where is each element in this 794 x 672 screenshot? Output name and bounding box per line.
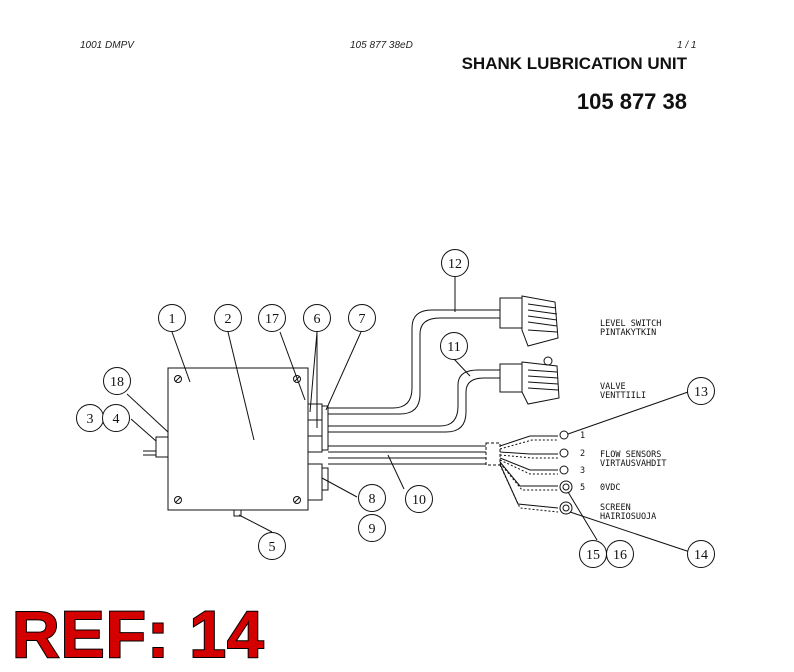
level-switch-label: LEVEL SWITCH [600,319,661,329]
callout-8: 8 [358,484,386,512]
terminal-label-5: 5 [580,483,585,493]
callout-10: 10 [405,485,433,513]
callout-number: 5 [269,540,276,555]
control-box [167,367,309,511]
ref-badge: REF: 14 [11,596,265,672]
valve-connector [499,356,560,405]
labels: LEVEL SWITCH PINTAKYTKIN VALVE VENTTIILI… [580,319,667,522]
valve-label: VALVE [600,382,626,392]
callout-number: 15 [586,548,600,563]
callout-9: 9 [358,514,386,542]
doc-code: 1001 DMPV [80,40,134,51]
callout-6: 6 [303,304,331,332]
left-plug [155,436,169,458]
callout-number: 14 [694,548,708,563]
callout-number: 12 [448,257,462,272]
part-number: 105 877 38 [576,89,687,114]
screw-icon [174,375,301,504]
callout-14: 14 [687,540,715,568]
terminal-label-3: 3 [580,466,585,476]
callout-13: 13 [687,377,715,405]
callout-number: 13 [694,385,708,400]
ovdc-label: 0VDC [600,483,620,493]
callout-3: 3 [76,404,104,432]
callout-number: 9 [369,522,376,537]
callout-number: 2 [225,312,232,327]
page-title: SHANK LUBRICATION UNIT [461,54,687,73]
callout-4: 4 [102,404,130,432]
callout-number: 16 [613,548,627,563]
screen-label: SCREEN [600,503,631,513]
callout-18: 18 [103,367,131,395]
callout-number: 8 [369,492,376,507]
callout-number: 18 [110,375,124,390]
valve-label-fi: VENTTIILI [600,391,646,401]
terminal-label-1: 1 [580,431,585,441]
screen-label-fi: HAIRIOSUOJA [600,512,656,522]
callout-16: 16 [606,540,634,568]
callout-number: 7 [359,312,366,327]
doc-ref: 105 877 38eD [350,40,413,51]
page-number: 1 / 1 [677,40,697,51]
flow-sensors-label-fi: VIRTAUSVAHDIT [600,459,667,469]
callout-12: 12 [441,249,469,277]
callout-2: 2 [214,304,242,332]
callout-number: 17 [265,312,279,327]
callout-5: 5 [258,532,286,560]
callout-number: 3 [87,412,94,427]
callout-number: 1 [169,312,176,327]
bottom-vent [233,509,242,517]
callout-15: 15 [579,540,607,568]
level-switch-label-fi: PINTAKYTKIN [600,328,656,338]
callout-11: 11 [440,332,468,360]
callout-number: 10 [412,493,426,508]
level-switch-connector [499,295,559,347]
callout-1: 1 [158,304,186,332]
callout-number: 11 [447,340,460,355]
flow-sensors-label: FLOW SENSORS [600,450,661,460]
callout-number: 6 [314,312,321,327]
callout-17: 17 [258,304,286,332]
callout-number: 4 [113,412,120,427]
callout-7: 7 [348,304,376,332]
terminal-label-2: 2 [580,449,585,459]
